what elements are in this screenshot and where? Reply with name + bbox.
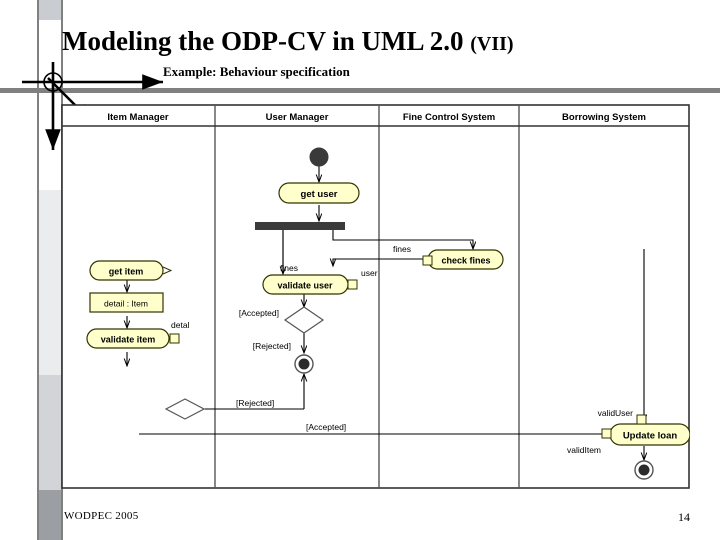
validate-user-output-pin	[347, 279, 358, 290]
update-loan-pin-left	[601, 428, 612, 439]
edge-label-valid-user-pin: validUser	[598, 408, 634, 418]
object-node-detail-item: detail : Item	[89, 292, 164, 313]
rail-band-white	[39, 20, 61, 190]
edge-label-fines-out: fines	[393, 244, 411, 254]
check-fines-input-pin	[422, 255, 433, 266]
rail-band-dark	[39, 490, 61, 540]
object-node-detail-item-label: detail : Item	[104, 299, 148, 309]
lane-header-fine-control-system: Fine Control System	[403, 112, 495, 123]
action-get-user-label: get user	[301, 189, 338, 200]
get-item-output-pin	[162, 266, 173, 275]
page-title-suffix: (VII)	[470, 33, 514, 55]
action-update-loan: Update loan	[601, 414, 690, 446]
edge-label-valid-item-pin: validItem	[567, 445, 601, 455]
guard-accepted-user: [Accepted]	[239, 308, 279, 318]
page-title-main: Modeling the ODP-CV in UML 2.0	[62, 26, 471, 56]
guard-accepted-item: [Accepted]	[306, 422, 346, 432]
action-validate-item: validate item	[86, 328, 180, 349]
action-update-loan-label: Update loan	[623, 431, 678, 442]
guard-rejected-item: [Rejected]	[236, 398, 274, 408]
edge-label-fines-in: fines	[280, 263, 298, 273]
update-loan-pin-top	[636, 414, 647, 425]
final-node-user	[294, 354, 314, 374]
decision-node-item	[164, 398, 206, 420]
action-validate-user: validate user	[262, 274, 358, 295]
diagram-frame	[61, 104, 690, 489]
rail-band-light	[39, 190, 61, 375]
fork-bar	[255, 222, 345, 230]
lane-header-user-manager: User Manager	[266, 112, 329, 123]
diagram-svg: Item Manager User Manager Fine Control S…	[61, 104, 690, 489]
action-get-item-label: get item	[109, 267, 144, 277]
page-title: Modeling the ODP-CV in UML 2.0 (VII)	[62, 26, 682, 59]
title-divider	[0, 88, 720, 93]
validate-item-output-pin	[169, 333, 180, 344]
page-subtitle: Example: Behaviour specification	[163, 64, 350, 79]
action-check-fines-label: check fines	[441, 256, 490, 266]
action-get-user: get user	[278, 182, 360, 204]
action-check-fines: check fines	[422, 249, 504, 270]
action-validate-user-label: validate user	[277, 281, 333, 291]
footer-label: WODPEC 2005	[64, 510, 139, 522]
action-validate-item-label: validate item	[101, 335, 156, 345]
rail-line-left	[37, 0, 39, 540]
page-number: 14	[678, 510, 690, 524]
initial-node	[309, 147, 329, 167]
lane-header-borrowing-system: Borrowing System	[562, 112, 646, 123]
uml-activity-diagram: Item Manager User Manager Fine Control S…	[61, 104, 690, 489]
lane-header-item-manager: Item Manager	[107, 112, 169, 123]
rail-band-top	[39, 0, 61, 20]
edge-label-detail-pin: detal	[171, 320, 190, 330]
action-get-item: get item	[89, 260, 173, 281]
lane-separators	[214, 105, 520, 488]
edge-label-user-pin: user	[361, 268, 378, 278]
rail-band-mid	[39, 375, 61, 490]
final-node-loan	[634, 460, 654, 480]
decision-node-user	[283, 306, 325, 334]
diagram-edges	[127, 166, 644, 460]
guard-rejected-user: [Rejected]	[253, 341, 291, 351]
